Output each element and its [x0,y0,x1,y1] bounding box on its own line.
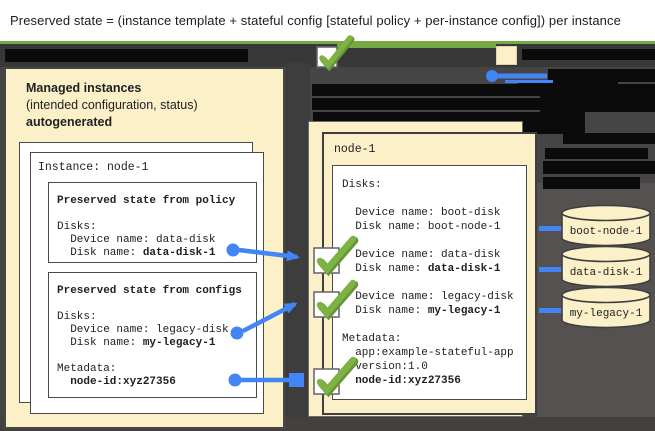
title-underline [0,41,655,44]
disk-label-boot: boot-node-1 [570,226,643,238]
boot-disk-label: Disk name: [342,221,428,233]
disk-cylinder-boot: boot-node-1 [561,204,651,247]
heading-line-1: Managed instances [26,81,142,95]
blank-line [57,208,256,221]
legend-checkmark-icon [316,35,355,72]
blank-line [342,276,526,290]
legend-green-line [337,44,496,48]
diagram-title-bar: Preserved state = (instance template + s… [0,0,655,41]
policy-disks-heading: Disks: [57,221,97,233]
boot-disk-line: Disk name: boot-node-1 [342,220,526,234]
node-state-box: Disks: Device name: boot-disk Disk name:… [332,165,527,400]
data-disk-label: Disk name: [342,263,428,275]
disk-label-data: data-disk-1 [570,267,643,279]
disk-label-legacy: my-legacy-1 [570,308,643,320]
redacted-bar [522,49,655,60]
redacted-bar [543,177,640,189]
blank-line [342,318,526,332]
managed-instances-heading: Managed instances (intended configuratio… [26,80,266,131]
configs-metadata-heading: Metadata: [57,363,117,375]
policy-box-title: Preserved state from policy [57,195,236,207]
legend-blue-dot [486,70,498,82]
node-metadata-heading: Metadata: [342,333,402,345]
boot-disk-value: boot-node-1 [427,221,501,233]
redacted-bar [545,148,648,159]
data-disk-value: data-disk-1 [427,263,501,275]
blank-line [57,298,256,311]
legend-cream-swatch [496,46,517,65]
redacted-bar [563,133,655,144]
data-device-line: Device name: data-disk [342,249,501,261]
checkmark-icon-data-disk [313,235,359,277]
disk-cylinder-data: data-disk-1 [561,245,651,288]
node-disks-heading: Disks: [342,179,382,191]
disk-cylinder-legacy: my-legacy-1 [561,286,651,329]
policy-disk-value: data-disk-1 [142,247,216,259]
boot-device-line: Device name: boot-disk [342,207,501,219]
configs-device-line: Device name: legacy-disk [57,324,229,336]
redacted-bar [5,49,248,62]
legend-blue-line [492,73,547,79]
checkmark-icon-legacy-disk [313,279,359,321]
preserved-state-policy-box: Preserved state from policy Disks: Devic… [48,182,257,263]
instance-card-title: Instance: node-1 [38,161,149,174]
configs-disk-line: Disk name: my-legacy-1 [57,337,256,350]
blank-line [342,234,526,248]
redacted-bar [312,98,592,110]
heading-line-3: autogenerated [26,115,113,129]
configs-metadata-value: node-id:xyz27356 [57,376,176,388]
legacy-device-line: Device name: legacy-disk [342,291,514,303]
redacted-bar [540,92,655,112]
configs-disks-heading: Disks: [57,311,97,323]
blank-line [342,192,526,206]
node-metadata-version: version:1.0 [342,361,428,373]
legacy-disk-line: Disk name: my-legacy-1 [342,304,526,318]
heading-line-2: (intended configuration, status) [26,98,198,112]
configs-disk-label: Disk name: [57,337,143,349]
policy-disk-line: Disk name: data-disk-1 [57,247,256,260]
panel-gap-background [283,63,310,417]
policy-device-line: Device name: data-disk [57,234,216,246]
legacy-disk-label: Disk name: [342,305,428,317]
configs-disk-value: my-legacy-1 [142,337,216,349]
node-metadata-app: app:example-stateful-app [342,347,514,359]
preserved-state-configs-box: Preserved state from configs Disks: Devi… [48,272,257,398]
node-metadata-nodeid: node-id:xyz27356 [342,375,461,387]
redacted-bar [548,69,655,82]
data-disk-line: Disk name: data-disk-1 [342,262,526,276]
node-panel-title: node-1 [334,143,376,156]
redacted-bar [543,161,655,174]
diagram-title: Preserved state = (instance template + s… [10,13,621,28]
policy-disk-label: Disk name: [57,247,143,259]
blank-line [57,350,256,363]
checkmark-icon-node-id [313,356,359,398]
legacy-disk-value: my-legacy-1 [427,305,501,317]
configs-box-title: Preserved state from configs [57,285,242,297]
